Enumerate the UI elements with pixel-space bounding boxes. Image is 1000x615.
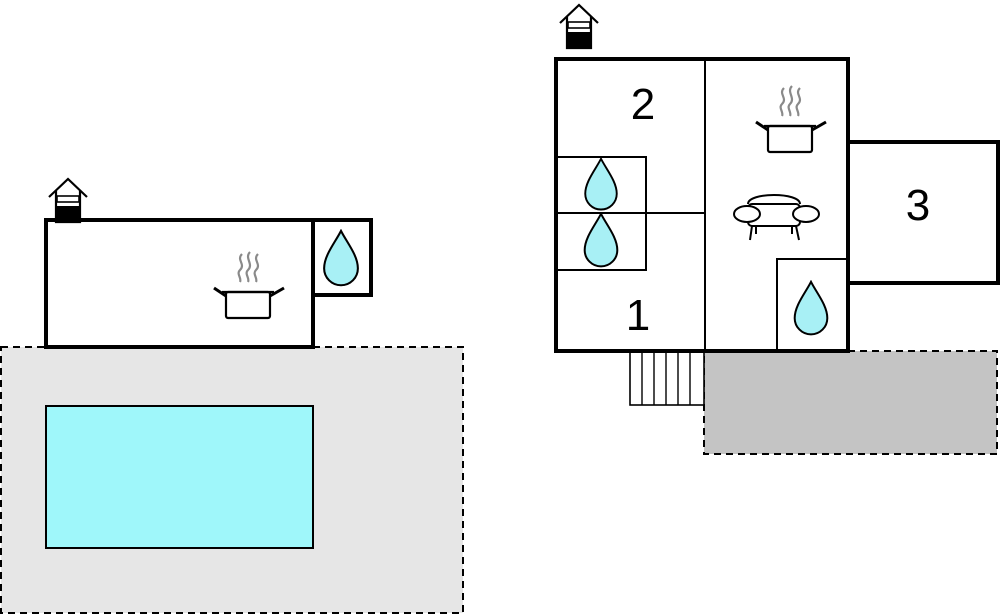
right-entrance-icon <box>558 3 600 50</box>
room-label-3: 3 <box>906 181 930 230</box>
left-entrance-icon <box>47 177 89 224</box>
stairs-icon <box>629 351 705 406</box>
sofa-icon <box>733 194 820 241</box>
left-building <box>0 177 464 614</box>
right-building: 2 1 3 <box>554 3 1000 455</box>
right-terrace <box>703 350 998 455</box>
left-house-main <box>44 218 315 349</box>
room-label-2: 2 <box>631 80 655 129</box>
pool <box>45 405 314 549</box>
bathroom-small <box>776 258 849 352</box>
room-label-1: 1 <box>626 291 650 340</box>
